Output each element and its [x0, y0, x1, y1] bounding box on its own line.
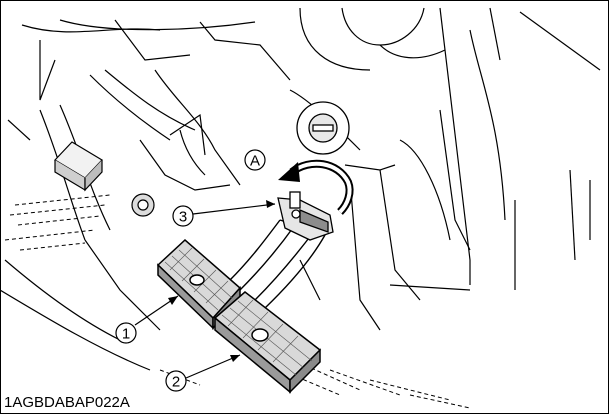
callout-3: 3: [172, 205, 194, 227]
callout-1: 1: [115, 322, 137, 344]
callout-1-label: 1: [122, 326, 130, 343]
rotation-arrow: [278, 159, 354, 215]
callout-a-label: A: [250, 153, 260, 170]
callout-3-label: 3: [179, 209, 187, 226]
pedal-lock-latch: [277, 191, 334, 241]
callout-a: A: [244, 149, 266, 171]
pedal-2-pad: [213, 291, 322, 394]
figure-id-label: 1AGBDABAP022A: [3, 394, 132, 412]
floor-bolt: [131, 193, 155, 217]
leader-arrowheads: [168, 200, 275, 362]
key-switch: [296, 101, 350, 155]
callout-2: 2: [165, 370, 187, 392]
parking-pedal: [54, 141, 103, 192]
callout-2-label: 2: [172, 374, 180, 391]
cabin-body-lines: [0, 7, 601, 371]
